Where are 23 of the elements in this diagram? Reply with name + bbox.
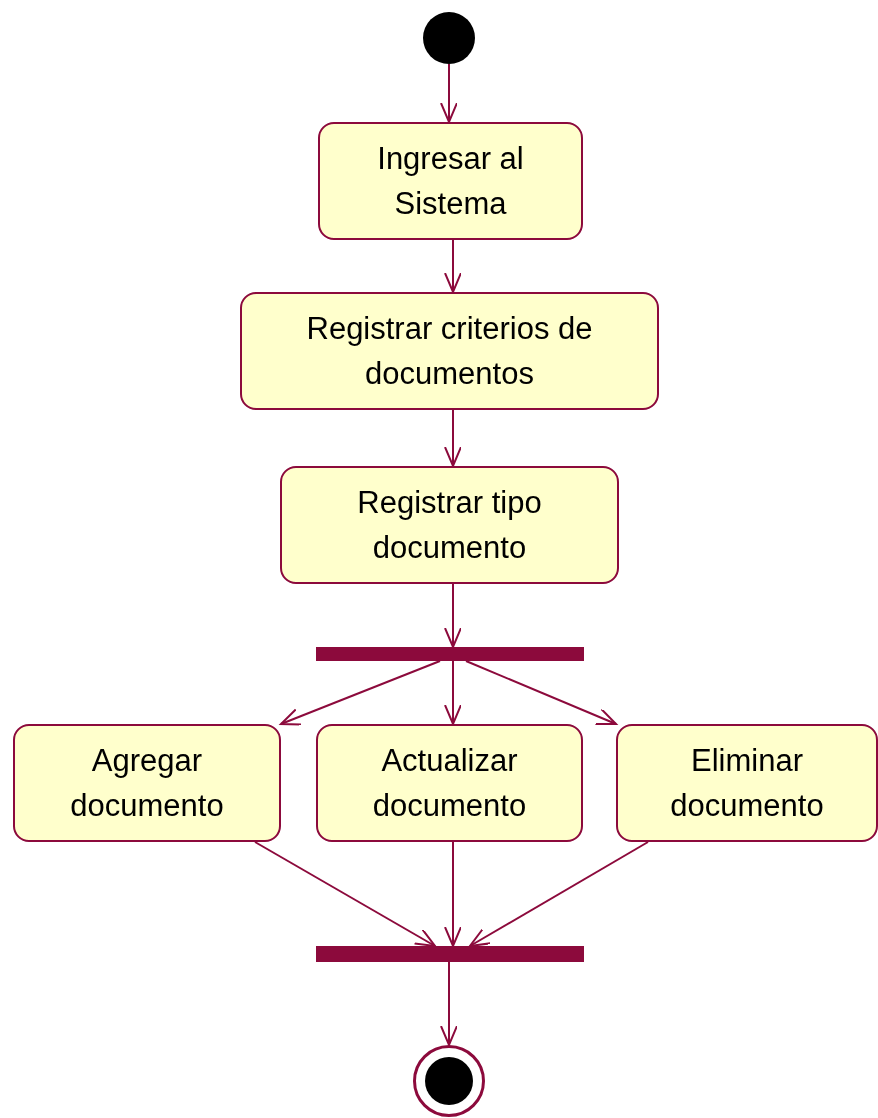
activity-box [13,724,281,842]
arrow [280,660,441,726]
activity-box [318,122,583,240]
activity-label: Agregar documento [69,742,225,825]
activity-box [316,724,583,842]
arrow [440,961,458,1046]
activity-box [616,724,878,842]
activity-label: Eliminar documento [669,742,825,825]
arrow [469,841,649,947]
arrow [444,409,462,467]
arrow [444,660,462,725]
activity-label: Registrar criterios de documentos [305,310,594,393]
arrow [444,583,462,648]
arrow [444,239,462,293]
arrow [440,63,458,123]
arrow [254,841,436,947]
activity-label: Ingresar al Sistema [376,140,525,223]
activity-label: Actualizar documento [371,742,528,825]
arrow [465,660,617,725]
activity-label: Registrar tipo documento [356,484,543,567]
arrow [444,841,462,947]
activity-box [240,292,659,410]
activity-box [280,466,619,584]
